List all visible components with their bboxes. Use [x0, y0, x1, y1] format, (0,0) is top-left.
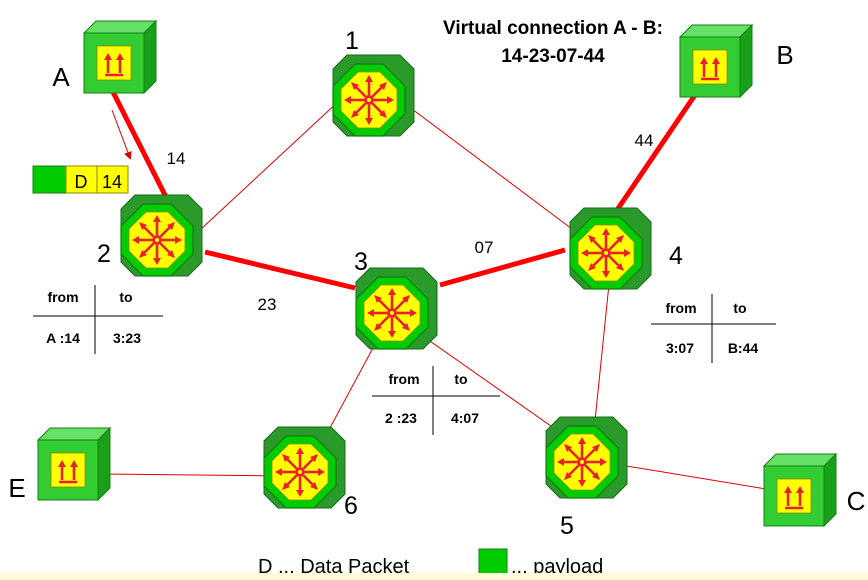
routing-table-r2: from to A :14 3:23 [33, 285, 163, 354]
packet-header-vci [96, 165, 129, 194]
table-cell-to: 3:23 [113, 330, 141, 346]
router-5-label: 5 [560, 512, 574, 540]
link-e-r6 [99, 473, 291, 477]
host-a-icon [82, 19, 158, 95]
data-packet: D 14 [32, 165, 129, 194]
router-6-icon [262, 425, 347, 510]
routing-table-r4: from to 3:07 B:44 [651, 294, 776, 363]
router-3-label: 3 [354, 248, 368, 276]
table-cell-to: 4:07 [451, 410, 479, 426]
bottom-strip [0, 573, 868, 580]
router-1-icon [331, 53, 416, 138]
router-3-icon [354, 266, 439, 351]
vci-label-r4-b: 44 [635, 131, 654, 150]
routing-table-r3: from to 2 :23 4:07 [372, 366, 500, 435]
table-cell-to: B:44 [728, 340, 759, 356]
router-6-label: 6 [344, 492, 358, 520]
router-2-label: 2 [97, 240, 111, 268]
router-4-label: 4 [669, 242, 683, 270]
router-5-icon [544, 415, 629, 500]
host-c-label: C [847, 486, 866, 516]
legend-data-packet: D ... Data Packet [258, 556, 410, 578]
vci-label-r3-r4: 07 [475, 238, 494, 257]
table-cell-from: 3:07 [666, 340, 694, 356]
legend-payload-swatch [478, 548, 508, 575]
host-e-label: E [8, 473, 25, 503]
table-header-from: from [665, 300, 696, 316]
packet-type-text: D [75, 172, 88, 192]
host-e-icon [36, 426, 112, 502]
host-b-label: B [776, 40, 793, 70]
virtual-connection-links [109, 88, 698, 291]
router-2-icon [119, 193, 204, 278]
link-r2-r1 [199, 99, 341, 231]
table-header-to: to [454, 371, 467, 387]
legend: D ... Data Packet ... payload [258, 548, 603, 578]
table-header-from: from [47, 289, 78, 305]
link-r3-r4 [439, 247, 566, 288]
packet-payload [32, 165, 67, 194]
packet-direction-arrow [111, 109, 132, 160]
title-line-2: 14-23-07-44 [501, 46, 605, 67]
link-r4-b [612, 93, 698, 215]
host-a-label: A [52, 62, 70, 92]
host-b-icon [678, 23, 754, 99]
table-header-to: to [119, 289, 132, 305]
router-1-label: 1 [345, 27, 359, 55]
table-header-from: from [388, 371, 419, 387]
packet-vci-text: 14 [102, 172, 122, 192]
host-c-icon [762, 452, 838, 528]
legend-payload: ... payload [511, 556, 603, 578]
router-4-icon [568, 206, 653, 291]
table-header-to: to [733, 300, 746, 316]
table-cell-from: A :14 [46, 330, 80, 346]
vci-label-r2-r3: 23 [258, 295, 277, 314]
link-a-r2 [109, 88, 173, 207]
vci-label-a-r2: 14 [167, 149, 186, 168]
link-r1-r4 [399, 99, 601, 251]
title-line-1: Virtual connection A - B: [443, 18, 663, 39]
link-r2-r3 [204, 249, 356, 291]
thin-links [99, 99, 791, 494]
table-cell-from: 2 :23 [385, 410, 417, 426]
